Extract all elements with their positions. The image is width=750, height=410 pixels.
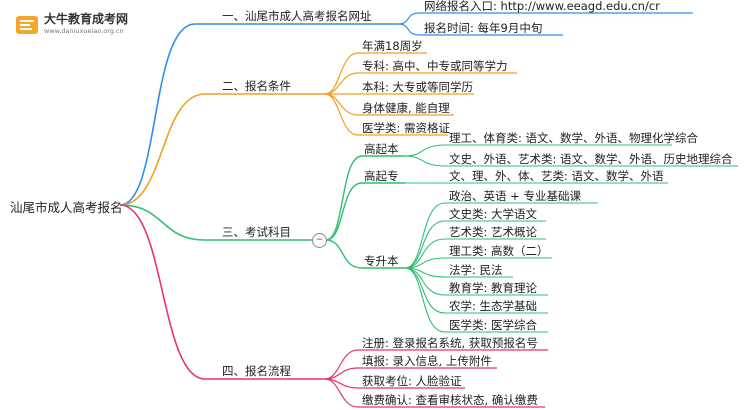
- zsb-item: 法学: 民法: [449, 263, 503, 277]
- b2-item: 本科: 大专或等同学历: [362, 80, 474, 94]
- b4-item: 填报: 录入信息, 上传附件: [362, 354, 492, 368]
- zsb-item: 教育学: 教育理论: [449, 281, 538, 295]
- branch-2-label: 二、报名条件: [222, 79, 291, 93]
- branch-1-label: 一、汕尾市成人高考报名网址: [222, 9, 372, 23]
- logo: [12, 10, 162, 46]
- b4-item: 缴费确认: 查看审核状态, 确认缴费: [362, 393, 538, 407]
- zsb-item: 艺术类: 艺术概论: [449, 225, 538, 239]
- b2-item: 年满18周岁: [362, 39, 423, 53]
- gqb-label: 高起本: [364, 142, 399, 156]
- gqb-item: 文史、外语、艺术类: 语文、数学、外语、历史地理综合: [449, 152, 733, 166]
- zsb-item: 政治、英语 + 专业基础课: [449, 189, 581, 203]
- gqz-label: 高起专: [364, 169, 399, 183]
- root-node: 汕尾市成人高考报名: [10, 200, 123, 215]
- b4-item: 注册: 登录报名系统, 获取预报名号: [362, 336, 538, 350]
- zsb-item: 医学类: 医学综合: [449, 318, 538, 332]
- b1-item: 报名时间: 每年9月中旬: [424, 21, 543, 35]
- zsb-item: 理工类: 高数（二）: [449, 244, 549, 258]
- logo-url: www.daniuxueiao.org.cn: [44, 27, 124, 35]
- zsb-item: 文史类: 大学语文: [449, 207, 538, 221]
- b1-item: 网络报名入口: http://www.eeagd.edu.cn/cr: [424, 0, 660, 13]
- gqz-item: 文、理、外、体、艺类: 语文、数学、外语: [449, 169, 664, 183]
- zsb-item: 农学: 生态学基础: [449, 299, 538, 313]
- zsb-label: 专升本: [364, 254, 399, 268]
- branch-3-label: 三、考试科目: [222, 225, 291, 239]
- b2-item: 专科: 高中、中专或同等学力: [362, 59, 508, 73]
- branch-4-label: 四、报名流程: [222, 364, 291, 378]
- b2-item: 身体健康, 能自理: [362, 101, 450, 115]
- collapse-toggle[interactable]: −: [312, 233, 327, 248]
- logo-icon: [16, 16, 38, 34]
- b4-item: 获取考位: 人脸验证: [362, 374, 462, 388]
- b2-item: 医学类: 需资格证: [362, 121, 451, 135]
- gqb-item: 理工、体育类: 语文、数学、外语、物理化学综合: [449, 131, 699, 145]
- logo-name: 大牛教育成考网: [44, 12, 129, 26]
